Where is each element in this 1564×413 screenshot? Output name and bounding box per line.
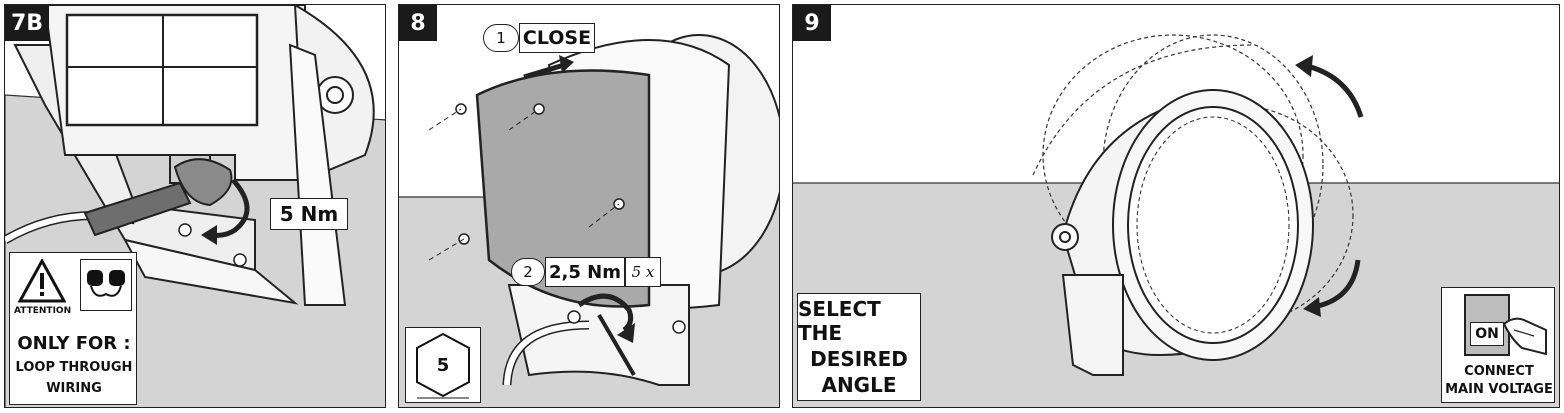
loop-wiring-icon: [80, 259, 132, 311]
on-switch-label: ON: [1470, 322, 1504, 346]
pressing-hand-icon: [1502, 317, 1547, 356]
hex-size-value: 5: [436, 354, 450, 376]
only-for-label: ONLY FOR :: [17, 333, 131, 354]
close-instruction: 1 CLOSE: [483, 23, 595, 53]
wiring-label: WIRING: [46, 381, 102, 396]
step-number-badge: 9: [793, 5, 831, 41]
screw-count-label: 5 x: [625, 257, 661, 287]
sequence-number-1: 1: [483, 24, 519, 52]
panel-step-9: 9 SELECT THE DESIRED ANGLE ON CONNECT MA…: [792, 4, 1560, 408]
close-label: CLOSE: [519, 23, 595, 53]
torque-label: 5 Nm: [270, 198, 348, 230]
warning-triangle-icon: [18, 259, 66, 303]
torque-value: 5 Nm: [279, 202, 339, 226]
hexagon-icon: [416, 332, 470, 399]
panel-step-7b: 7B 5 Nm ATTENTION ONLY FOR : LOOP THROUG…: [4, 4, 386, 408]
angle-label: ANGLE: [821, 373, 897, 397]
on-switch-icon: ON: [1464, 294, 1510, 356]
attention-notice: ATTENTION ONLY FOR : LOOP THROUGH WIRING: [9, 252, 137, 405]
step-number-badge: 8: [399, 5, 437, 41]
sequence-number-2: 2: [511, 258, 545, 286]
select-the-label: SELECT THE: [798, 297, 881, 345]
hex-key-size-box: 5: [405, 327, 481, 403]
main-voltage-label: MAIN VOLTAGE: [1445, 382, 1553, 397]
desired-label: DESIRED: [810, 347, 908, 371]
loop-through-label: LOOP THROUGH: [15, 360, 133, 375]
attention-label: ATTENTION: [14, 306, 72, 316]
tighten-instruction: 2 2,5 Nm 5 x: [511, 257, 661, 287]
connect-voltage-box: ON CONNECT MAIN VOLTAGE: [1441, 287, 1555, 403]
panel-step-8: 8 1 CLOSE 2 2,5 Nm 5 x 5: [398, 4, 780, 408]
connect-label: CONNECT: [1464, 364, 1534, 379]
step-number-badge: 7B: [5, 5, 50, 41]
select-angle-box: SELECT THE DESIRED ANGLE: [797, 293, 921, 401]
tighten-torque-label: 2,5 Nm: [545, 257, 625, 287]
